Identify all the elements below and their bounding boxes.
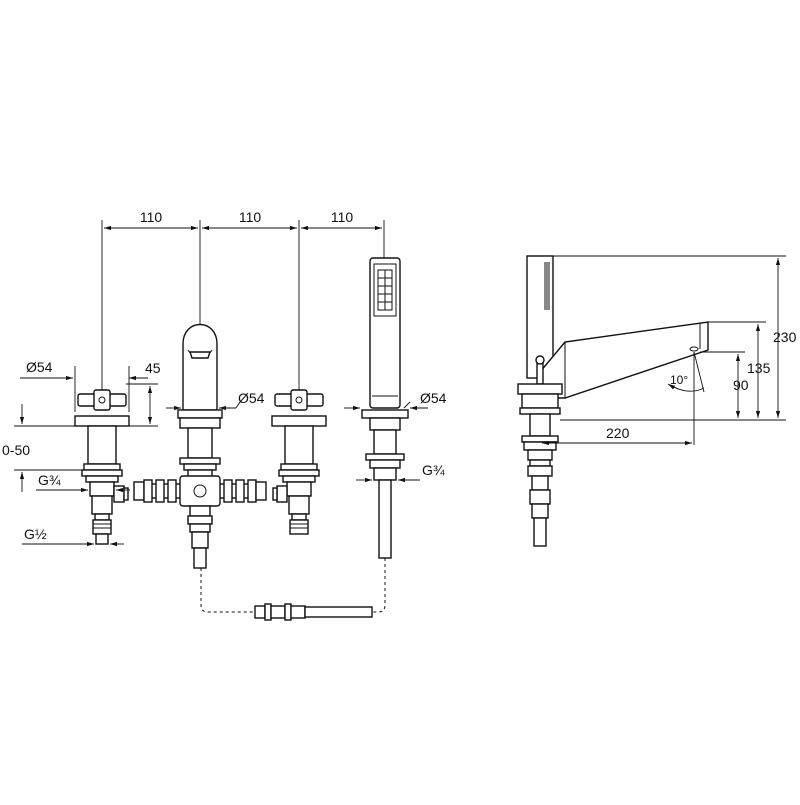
spray-angle-label: 10°	[670, 373, 688, 387]
outlet-height-label: 90	[733, 377, 749, 393]
shower-hose	[200, 558, 386, 621]
left-valve-dimensions: Ø54 45 0-50 G¾ G½	[2, 359, 161, 547]
thread-upper-left-label: G¾	[38, 472, 61, 488]
adjust-range-label: 0-50	[2, 442, 30, 458]
spacing-dimension-group: 110 110 110	[101, 209, 385, 390]
thread-shower-label: G¾	[422, 462, 445, 478]
thread-lower-left-label: G½	[24, 526, 47, 542]
spout-height-label: 135	[747, 360, 771, 376]
spout-diameter-label: Ø54	[238, 390, 265, 406]
shower-diameter-label: Ø54	[420, 390, 447, 406]
projection-label: 220	[606, 425, 630, 441]
left-valve-diameter-label: Ø54	[26, 359, 53, 375]
spout-diameter-dimension: Ø54	[166, 390, 265, 411]
spout-body	[177, 323, 223, 479]
left-valve	[74, 389, 130, 545]
total-height-label: 230	[773, 329, 797, 345]
side-view	[517, 255, 709, 547]
side-view-dimensions: 230 135 90 10° 220	[542, 255, 797, 446]
spacing-label-2: 110	[239, 209, 262, 225]
diverter-assembly	[133, 475, 267, 569]
spacing-label-3: 110	[331, 209, 354, 225]
shower-dimensions: Ø54 G¾	[344, 390, 447, 483]
right-valve	[271, 389, 327, 535]
hand-shower	[361, 257, 409, 559]
handle-height-label: 45	[145, 360, 161, 376]
spacing-label-1: 110	[140, 209, 163, 225]
